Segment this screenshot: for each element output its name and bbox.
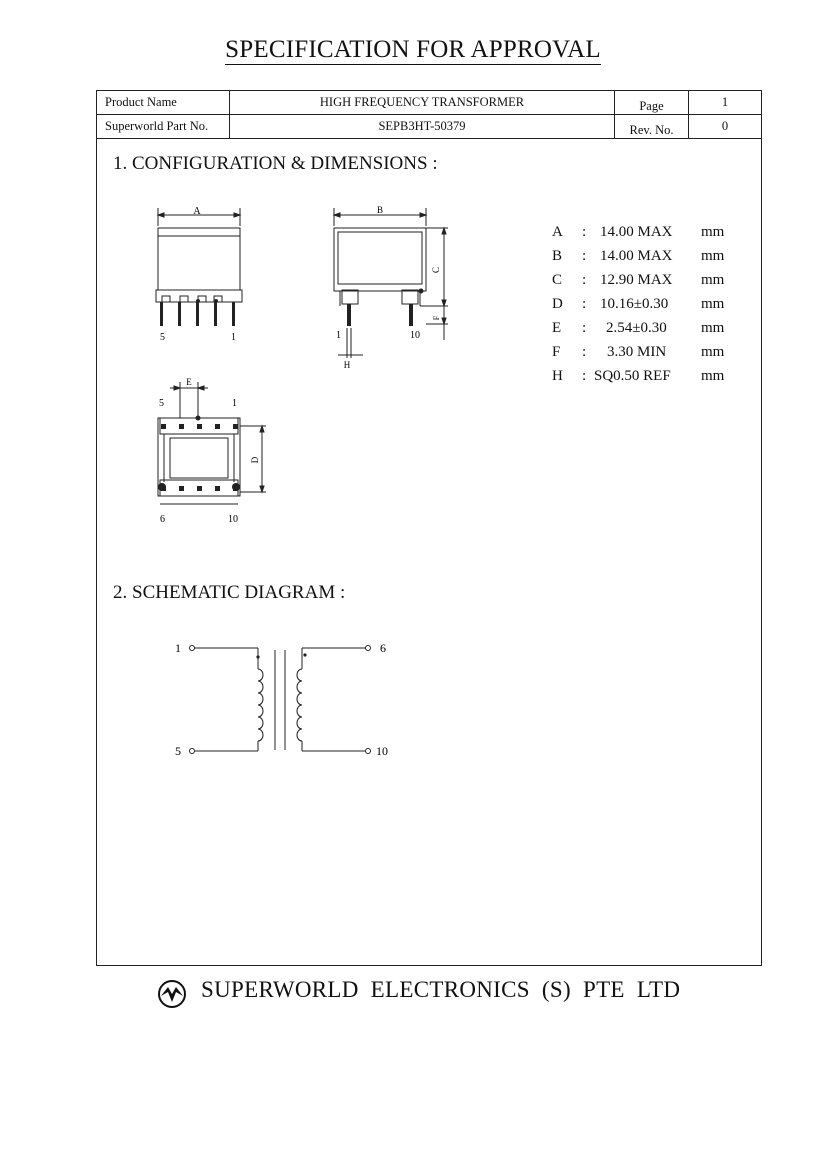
spec-unit: mm [701, 248, 725, 264]
superworld-logo-icon [158, 980, 186, 1008]
company-name: SUPERWORLD ELECTRONICS (S) PTE LTD [201, 977, 681, 1002]
page-label: Page [614, 90, 689, 115]
product-name-value: HIGH FREQUENCY TRANSFORMER [229, 90, 615, 115]
spec-colon: : [582, 224, 587, 240]
spec-unit: mm [701, 368, 725, 384]
spec-value: SQ0.50 REF [594, 368, 671, 384]
company-footer: SUPERWORLD ELECTRONICS (S) PTE LTD [156, 975, 716, 1008]
bottom-pin-label-br: 10 [228, 514, 238, 525]
schematic-pin-5: 5 [175, 744, 181, 758]
spec-colon: : [582, 248, 587, 264]
bottom-dim-d-label: D [250, 456, 260, 463]
side-pin-label-right: 10 [410, 330, 420, 341]
page-value: 1 [688, 90, 762, 115]
spec-colon: : [582, 296, 587, 312]
spec-value: 12.90 MAX [600, 272, 673, 288]
section-schematic-heading: 2. SCHEMATIC DIAGRAM : [113, 582, 346, 603]
part-no-label: Superworld Part No. [96, 114, 230, 139]
spec-value: 10.16±0.30 [600, 296, 669, 312]
document-title-text: SPECIFICATION FOR APPROVAL [225, 36, 601, 65]
spec-unit: mm [701, 272, 725, 288]
side-pin-label-left: 1 [336, 330, 341, 341]
front-pin-label-right: 1 [231, 332, 236, 343]
side-dim-h-label: H [344, 360, 351, 370]
spec-key: B [552, 248, 563, 264]
section-config-heading: 1. CONFIGURATION & DIMENSIONS : [113, 153, 438, 174]
side-dim-c-label: C [431, 267, 441, 273]
schematic-pin-10: 10 [376, 744, 388, 758]
schematic-pin-1: 1 [175, 641, 181, 655]
spec-colon: : [582, 320, 587, 336]
bottom-pin-label-tl: 5 [159, 398, 164, 409]
bottom-view-drawing: E D 5 1 6 10 [157, 377, 266, 525]
spec-unit: mm [701, 296, 725, 312]
header-table: Product Name HIGH FREQUENCY TRANSFORMER … [96, 90, 762, 139]
bottom-pin-label-bl: 6 [160, 514, 165, 525]
spec-key: F [552, 344, 561, 360]
front-view-drawing: A 5 1 [155, 206, 243, 343]
spec-value: 14.00 MAX [600, 248, 673, 264]
part-no-value: SEPB3HT-50379 [229, 114, 615, 139]
spec-key: E [552, 320, 562, 336]
spec-key: H [552, 368, 563, 384]
side-dim-b-label: B [377, 205, 383, 215]
product-name-label: Product Name [96, 90, 230, 115]
bottom-dim-e-label: E [186, 377, 192, 387]
spec-value: 2.54±0.30 [606, 320, 667, 336]
spec-unit: mm [701, 224, 725, 240]
spec-key: D [552, 296, 563, 312]
schematic-diagram: 1 5 6 10 [175, 641, 388, 758]
bottom-pin-label-tr: 1 [232, 398, 237, 409]
spec-value: 3.30 MIN [607, 344, 667, 360]
spec-colon: : [582, 344, 587, 360]
front-pin-label-left: 5 [160, 332, 165, 343]
rev-value: 0 [688, 114, 762, 139]
side-dim-f-label: F [432, 315, 441, 320]
spec-key: C [552, 272, 563, 288]
front-dim-a-label: A [193, 206, 201, 217]
spec-value: 14.00 MAX [600, 224, 673, 240]
document-title: SPECIFICATION FOR APPROVAL [0, 36, 826, 65]
spec-unit: mm [701, 344, 725, 360]
rev-label: Rev. No. [614, 114, 689, 139]
spec-unit: mm [701, 320, 725, 336]
schematic-pin-6: 6 [380, 641, 386, 655]
spec-key: A [552, 224, 563, 240]
spec-colon: : [582, 368, 587, 384]
side-view-drawing: B C F 1 10 H [332, 205, 448, 370]
spec-colon: : [582, 272, 587, 288]
